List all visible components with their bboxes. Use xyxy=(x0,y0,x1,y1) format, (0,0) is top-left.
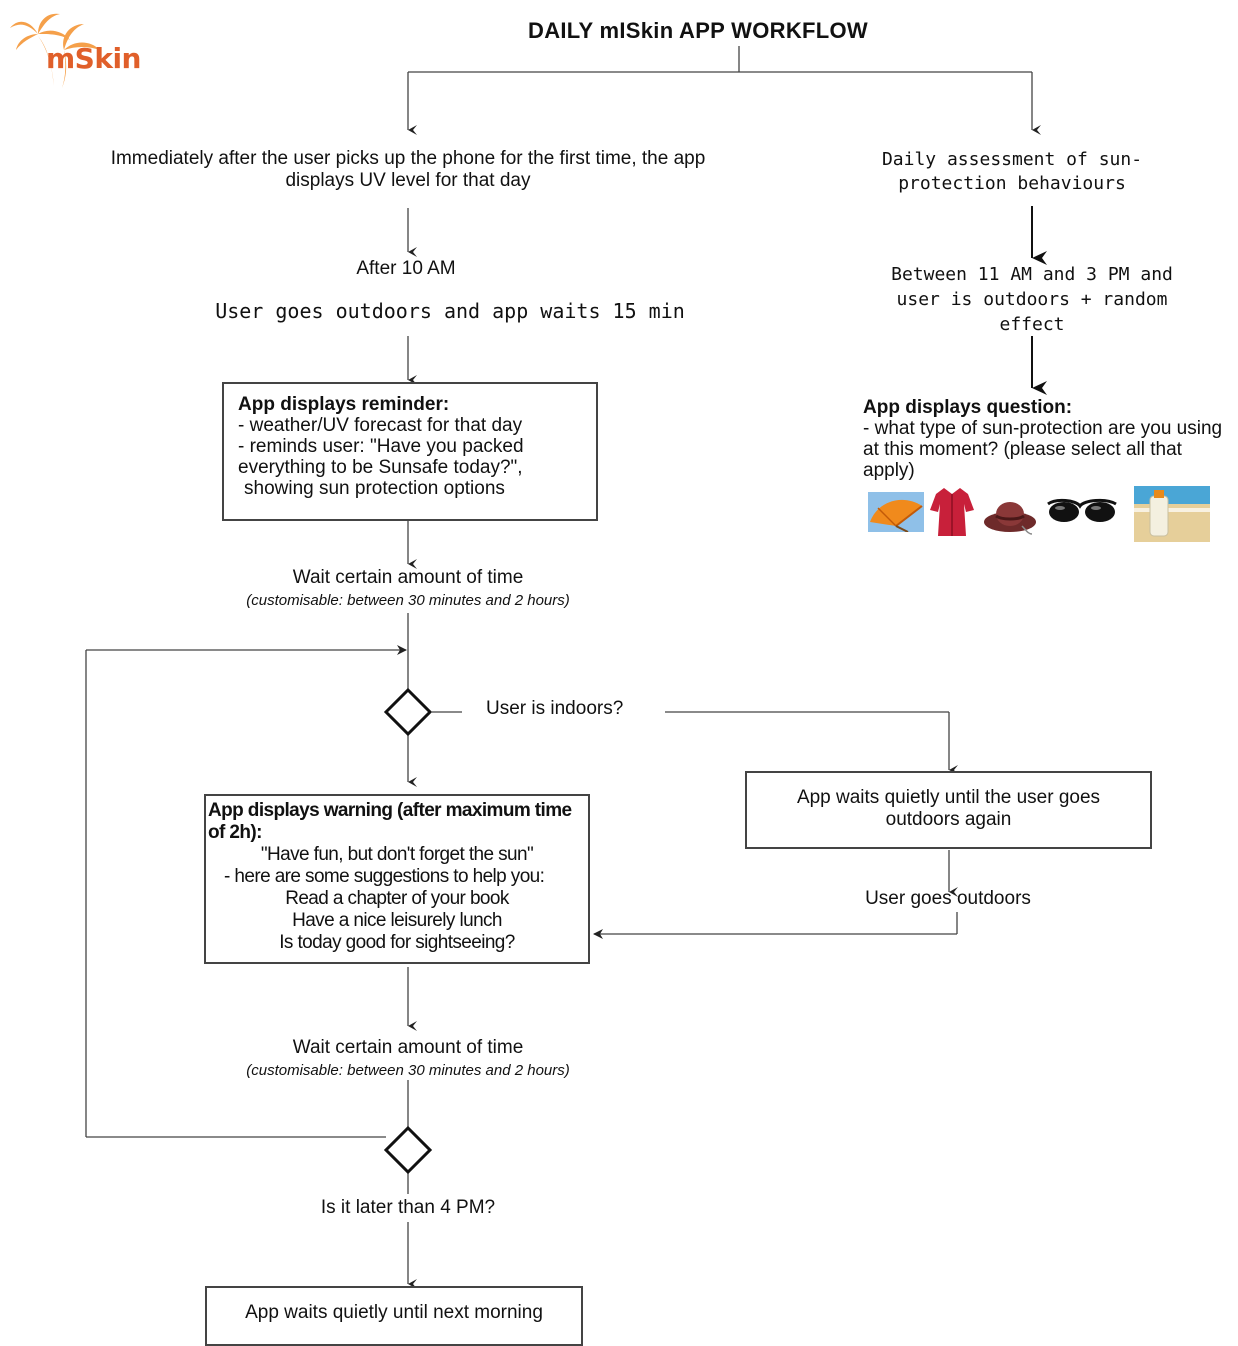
wait-outdoors-box: App waits quietly until the user goes ou… xyxy=(745,771,1152,849)
reminder-line: showing sun protection options xyxy=(244,478,505,499)
mskin-logo: mSkin xyxy=(8,6,148,90)
wait-label-1: Wait certain amount of time xyxy=(292,567,524,588)
question-text: - what type of sun-protection are you us… xyxy=(863,418,1223,481)
question-block: App displays question: - what type of su… xyxy=(863,397,1235,481)
umbrella-icon xyxy=(868,492,924,532)
assessment-step: Daily assessment of sun-protection behav… xyxy=(881,149,1143,194)
condition-step: Between 11 AM and 3 PM and user is outdo… xyxy=(891,264,1173,335)
hat-icon xyxy=(984,502,1036,535)
wait-note-2: (customisable: between 30 minutes and 2 … xyxy=(246,1062,570,1079)
warning-box: App displays warning (after maximum time… xyxy=(204,794,590,964)
decision-time-label: Is it later than 4 PM? xyxy=(320,1197,496,1218)
reminder-line: - weather/UV forecast for that day xyxy=(238,415,523,436)
goes-outdoors-label: User goes outdoors xyxy=(865,888,1031,909)
sunscreen-icon xyxy=(1134,486,1210,542)
decision-indoors-label: User is indoors? xyxy=(486,698,624,719)
palm-tree-icon xyxy=(10,13,100,88)
warning-heading: App displays warning (after maximum time… xyxy=(208,800,572,843)
outdoors-step: User goes outdoors and app waits 15 min xyxy=(215,299,685,323)
reminder-heading: App displays reminder: xyxy=(238,394,450,415)
after-time-label: After 10 AM xyxy=(356,258,456,279)
logo-text: mSkin xyxy=(46,42,142,75)
warning-line: Is today good for sightseeing? xyxy=(279,932,515,953)
question-heading: App displays question: xyxy=(863,397,1073,418)
warning-line: "Have fun, but don't forget the sun" xyxy=(260,844,534,865)
uv-level-step: Immediately after the user picks up the … xyxy=(110,148,706,191)
reminder-box: App displays reminder: - weather/UV fore… xyxy=(222,382,598,521)
decision-diamond-time xyxy=(383,1125,433,1175)
warning-line: Have a nice leisurely lunch xyxy=(292,910,502,931)
decision-diamond-indoors xyxy=(383,687,433,737)
warning-line: Read a chapter of your book xyxy=(285,888,509,909)
final-wait-box: App waits quietly until next morning xyxy=(205,1286,583,1346)
cover-up-icon xyxy=(930,488,974,536)
sunglasses-icon xyxy=(1047,498,1117,522)
reminder-line: everything to be Sunsafe today?", xyxy=(238,457,523,478)
wait-label-2: Wait certain amount of time xyxy=(292,1037,524,1058)
page-title: DAILY mISkin APP WORKFLOW xyxy=(528,18,868,43)
wait-note-1: (customisable: between 30 minutes and 2 … xyxy=(246,592,570,609)
reminder-line: - reminds user: "Have you packed xyxy=(238,436,524,457)
warning-line: - here are some suggestions to help you: xyxy=(224,866,545,887)
